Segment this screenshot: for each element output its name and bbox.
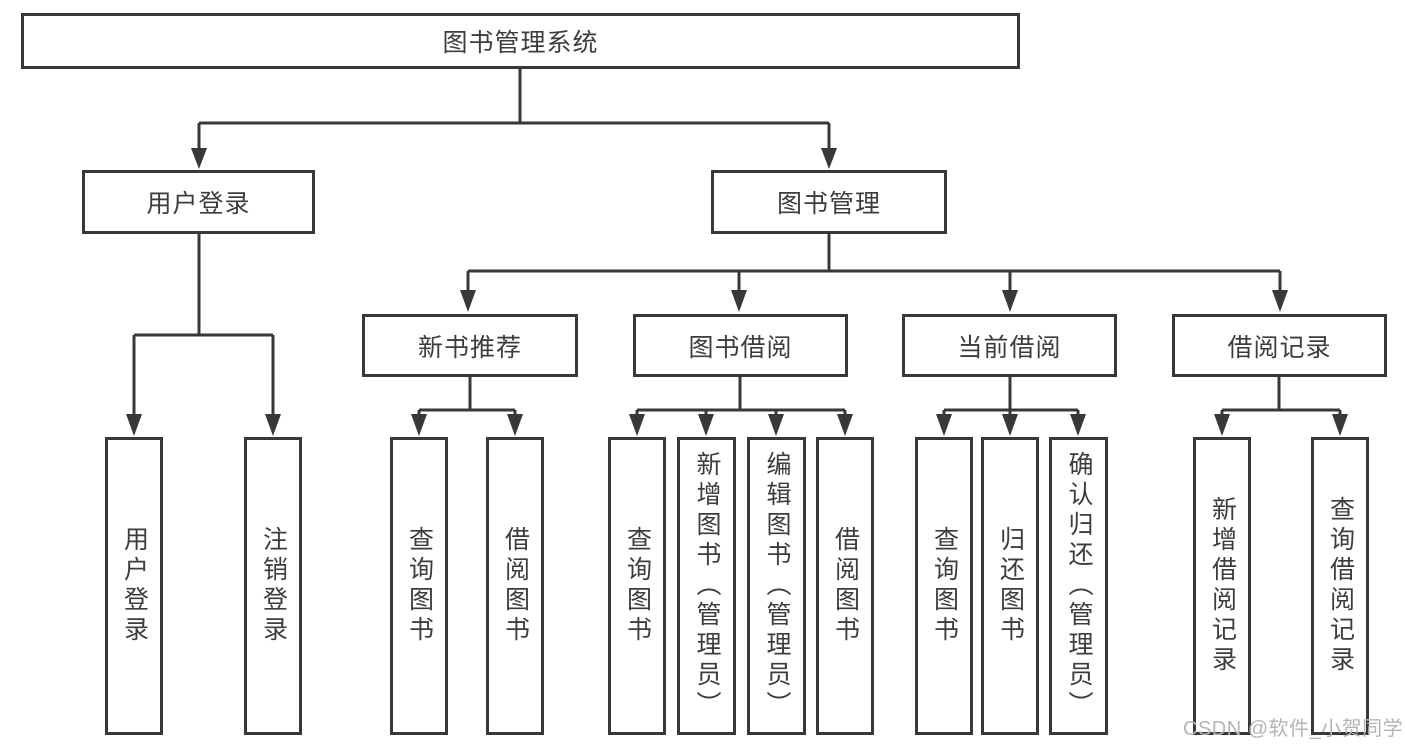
leaf-borrow-books-2: 借阅图书: [816, 437, 874, 735]
node-label: 当前借阅: [957, 333, 1062, 362]
node-label: 图书管理系统: [442, 29, 599, 57]
arrowheads-borrow-records: [1214, 414, 1348, 436]
leaf-label: 借阅图书: [501, 526, 530, 646]
connector-root-to-level2: [197, 68, 831, 150]
node-label: 借阅记录: [1227, 333, 1332, 362]
leaf-query-books-2: 查询图书: [608, 437, 666, 735]
leaf-query-books-3: 查询图书: [915, 437, 973, 735]
connector-book-management: [466, 233, 1282, 292]
connector-new-books: [417, 377, 517, 416]
leaf-confirm-return-admin: 确认归还（管理员）: [1049, 437, 1108, 735]
node-new-book-recommend: 新书推荐: [362, 314, 578, 377]
node-book-borrow: 图书借阅: [633, 314, 848, 377]
leaf-label: 新增借阅记录: [1208, 496, 1237, 676]
leaf-logout: 注销登录: [244, 437, 302, 735]
leaf-user-login: 用户登录: [105, 437, 163, 735]
leaf-label: 归还图书: [996, 526, 1025, 646]
node-label: 用户登录: [146, 190, 251, 218]
leaf-label: 查询图书: [930, 526, 959, 646]
leaf-query-books-1: 查询图书: [390, 437, 448, 735]
leaf-borrow-books-1: 借阅图书: [486, 437, 544, 735]
leaf-add-books-admin: 新增图书（管理员）: [677, 437, 736, 735]
leaf-label: 注销登录: [259, 526, 288, 646]
leaf-return-books: 归还图书: [981, 437, 1039, 735]
node-user-login: 用户登录: [82, 170, 315, 234]
leaf-label: 借阅图书: [831, 526, 860, 646]
arrowheads-current-borrow: [936, 414, 1086, 436]
node-label: 图书管理: [776, 190, 881, 218]
leaf-label: 用户登录: [120, 526, 149, 646]
arrowheads-user-login: [126, 414, 281, 436]
arrowheads-root-to-level2: [191, 148, 837, 169]
leaf-label: 编辑图书（管理员）: [763, 451, 791, 721]
leaf-add-borrow-record: 新增借阅记录: [1193, 437, 1251, 735]
arrowheads-book-borrow: [629, 414, 853, 436]
node-label: 新书推荐: [417, 333, 522, 362]
leaf-label: 确认归还（管理员）: [1065, 451, 1093, 721]
node-borrow-records: 借阅记录: [1172, 314, 1387, 377]
leaf-label: 查询图书: [623, 526, 652, 646]
connector-user-login: [132, 233, 275, 416]
connector-borrow-records: [1220, 377, 1342, 416]
node-book-management: 图书管理: [711, 170, 947, 234]
connector-book-borrow: [635, 377, 847, 416]
leaf-label: 新增图书（管理员）: [693, 451, 721, 721]
node-label: 图书借阅: [688, 333, 793, 362]
leaf-query-borrow-record: 查询借阅记录: [1311, 437, 1369, 735]
csdn-watermark: CSDN @软件_小贺同学: [1183, 718, 1404, 740]
arrowheads-book-management: [460, 290, 1288, 312]
connector-current-borrow: [942, 377, 1080, 416]
node-library-management-system: 图书管理系统: [21, 13, 1020, 69]
leaf-label: 查询图书: [405, 526, 434, 646]
arrowheads-new-books: [411, 414, 523, 436]
leaf-edit-books-admin: 编辑图书（管理员）: [747, 437, 806, 735]
node-current-borrow: 当前借阅: [902, 314, 1117, 377]
leaf-label: 查询借阅记录: [1326, 496, 1355, 676]
